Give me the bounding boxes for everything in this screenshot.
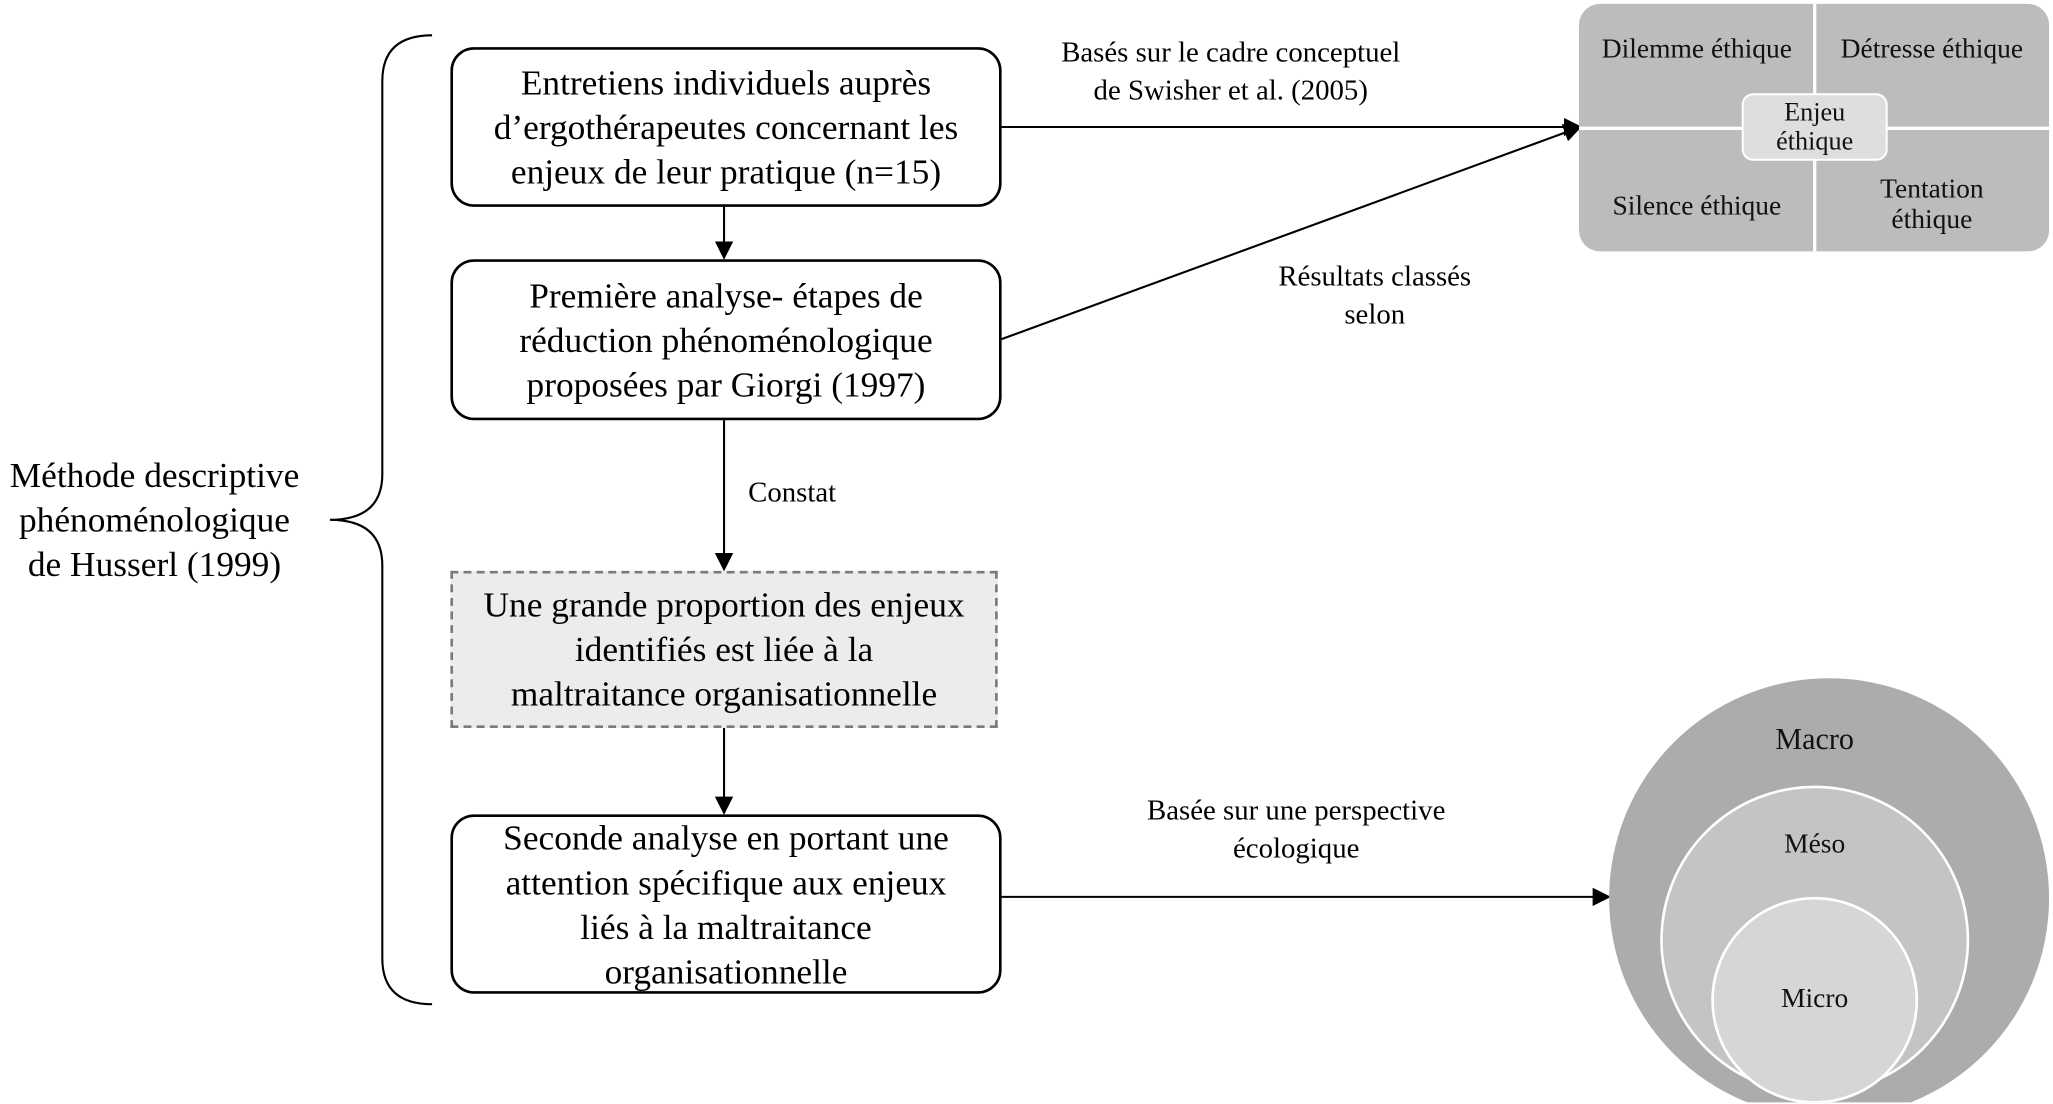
method-label: Méthode descriptive phénoménologique de … — [9, 455, 300, 584]
constat-edge-label: Constat — [748, 475, 837, 509]
framework-edge-label: Basés sur le cadre conceptuel de Swisher… — [1061, 35, 1401, 107]
interviews-box: Entretiens individuels auprès d’ergothér… — [450, 47, 1002, 207]
ethics-distress-label: Détresse éthique — [1840, 32, 2024, 64]
micro-circle — [1711, 896, 1919, 1103]
ethics-issue-center-label: Enjeu éthique — [1776, 98, 1854, 156]
results-edge-label: Résultats classés selon — [1278, 259, 1472, 330]
finding-box: Une grande proportion des enjeux identif… — [450, 570, 998, 728]
ecological-edge-label: Basée sur une perspective écologique — [1147, 793, 1446, 865]
ethics-dilemma-label: Dilemme éthique — [1601, 32, 1792, 64]
first-analysis-box: Première analyse- étapes de réduction ph… — [450, 259, 1002, 421]
method-bracket — [329, 34, 433, 1006]
ethics-grid-center-box — [1741, 93, 1888, 161]
ethics-temptation-label: Tentation éthique — [1880, 172, 1984, 235]
second-analysis-box: Seconde analyse en portant une attention… — [450, 814, 1002, 994]
micro-label: Micro — [1781, 981, 1849, 1014]
ethics-silence-label: Silence éthique — [1612, 189, 1782, 221]
macro-label: Macro — [1775, 722, 1854, 756]
meso-label: Méso — [1784, 827, 1846, 859]
arrow-first-analysis-to-ethics-grid — [1001, 124, 1583, 341]
